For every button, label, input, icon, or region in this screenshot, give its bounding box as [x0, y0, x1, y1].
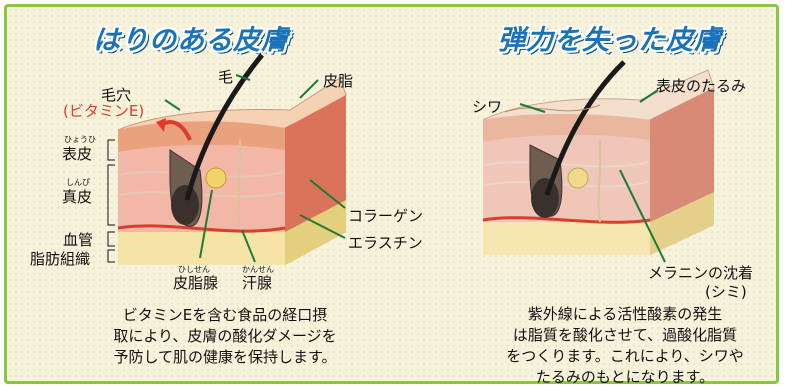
- caption-line: をつくります。これにより、シワや: [475, 346, 775, 367]
- sagging-label: 表皮のたるみ: [656, 75, 746, 96]
- aged-skin-caption: 紫外線による活性酸素の発生 は脂質を酸化させて、過酸化脂質 をつくります。これに…: [475, 304, 775, 388]
- caption-line: は脂質を酸化させて、過酸化脂質: [475, 325, 775, 346]
- spot-label: (シミ): [705, 281, 747, 302]
- melanin-label: メラニンの沈着: [648, 262, 753, 283]
- caption-line: 紫外線による活性酸素の発生: [475, 304, 775, 325]
- wrinkle-label: シワ: [472, 96, 502, 117]
- caption-line: たるみのもとになります。: [475, 367, 775, 388]
